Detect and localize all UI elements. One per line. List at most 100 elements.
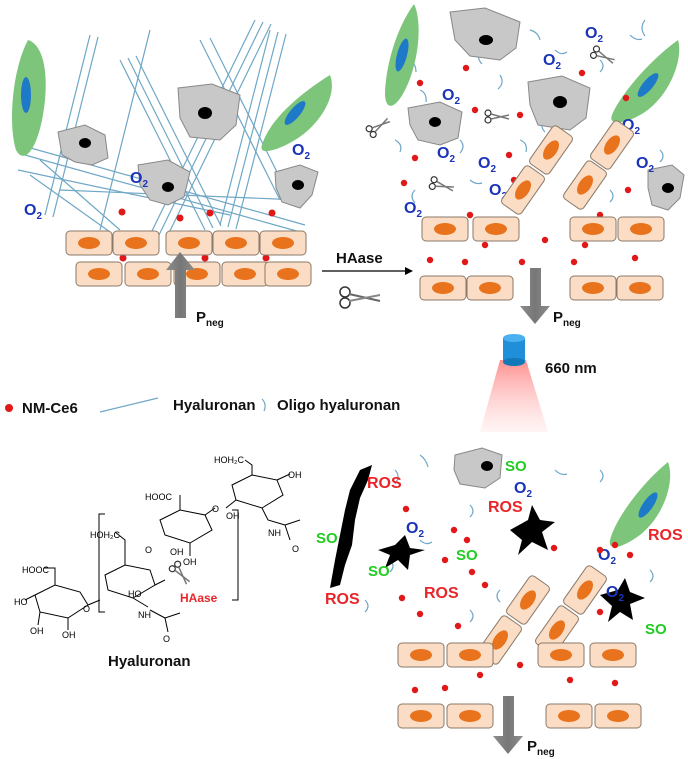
structure-haase-label: HAase bbox=[180, 591, 218, 605]
macrophage bbox=[57, 124, 109, 166]
pneg-label: Pneg bbox=[196, 309, 224, 329]
macrophage bbox=[453, 447, 503, 489]
dead-cell bbox=[600, 578, 645, 622]
svg-text:O2: O2 bbox=[404, 200, 422, 220]
svg-text:O2: O2 bbox=[442, 87, 460, 107]
svg-text:O2: O2 bbox=[636, 155, 654, 175]
svg-text:O: O bbox=[212, 504, 219, 514]
cell-layer bbox=[397, 565, 642, 729]
svg-text:O2: O2 bbox=[514, 480, 532, 500]
svg-text:SO: SO bbox=[316, 530, 338, 547]
legend-drop-marker bbox=[5, 404, 13, 412]
svg-text:HOOC: HOOC bbox=[22, 565, 50, 575]
scissors-icon bbox=[168, 560, 191, 585]
dead-cell bbox=[510, 505, 555, 555]
fibroblast bbox=[611, 40, 680, 123]
cell-layer bbox=[419, 120, 665, 301]
svg-text:HOH₂C: HOH₂C bbox=[214, 455, 244, 465]
legend-oligo-swatch bbox=[261, 398, 266, 412]
svg-text:SO: SO bbox=[645, 621, 667, 638]
svg-text:ROS: ROS bbox=[325, 591, 360, 608]
macrophage bbox=[527, 75, 591, 131]
legend-hyaluronan-swatch bbox=[99, 397, 159, 413]
svg-text:ROS: ROS bbox=[488, 499, 523, 516]
structure-caption: Hyaluronan bbox=[108, 653, 191, 670]
pneg-label: Pneg bbox=[553, 309, 581, 329]
svg-text:O2: O2 bbox=[406, 520, 424, 540]
nm-ce6-droplets bbox=[118, 208, 276, 262]
svg-text:O: O bbox=[292, 544, 299, 554]
pneg-label: Pneg bbox=[527, 738, 555, 758]
nm-ce6-droplets bbox=[398, 505, 634, 694]
macrophage bbox=[449, 7, 521, 61]
svg-text:O: O bbox=[145, 545, 152, 555]
legend-hyaluronan: Hyaluronan bbox=[173, 397, 256, 414]
oxygen-labels: O2 O2 O2 bbox=[24, 142, 310, 222]
svg-text:O: O bbox=[163, 634, 170, 644]
dead-cell bbox=[330, 465, 372, 588]
so-labels: SO SO SO SO SO bbox=[316, 458, 667, 638]
hyaluronan-fibers bbox=[17, 19, 306, 240]
svg-text:OH: OH bbox=[170, 547, 184, 557]
macrophage bbox=[274, 164, 319, 209]
svg-text:O2: O2 bbox=[543, 52, 561, 72]
dead-cell bbox=[378, 535, 425, 570]
svg-text:HOH₂C: HOH₂C bbox=[90, 530, 120, 540]
nm-ce6-droplets bbox=[400, 64, 639, 266]
svg-text:O2: O2 bbox=[478, 155, 496, 175]
fibroblast bbox=[385, 4, 419, 106]
legend-oligo: Oligo hyaluronan bbox=[277, 397, 400, 414]
svg-text:SO: SO bbox=[368, 563, 390, 580]
svg-text:OH: OH bbox=[183, 557, 197, 567]
hyaluronan-structure bbox=[24, 459, 301, 633]
svg-text:O2: O2 bbox=[606, 584, 624, 604]
svg-text:ROS: ROS bbox=[424, 585, 459, 602]
laser: 660 nm bbox=[480, 334, 597, 432]
laser-beam bbox=[480, 360, 548, 432]
cell-layer bbox=[65, 230, 312, 287]
fibroblast bbox=[609, 462, 671, 548]
pressure-arrow-up bbox=[166, 252, 195, 318]
pressure-arrow-down bbox=[493, 696, 523, 754]
fibroblast bbox=[12, 40, 46, 156]
svg-text:OH: OH bbox=[288, 470, 302, 480]
wavelength-label: 660 nm bbox=[545, 360, 597, 377]
legend-nm-ce6: NM-Ce6 bbox=[22, 400, 78, 417]
panel-before-haase: O2 O2 O2 bbox=[12, 19, 332, 329]
svg-text:NH: NH bbox=[268, 528, 281, 538]
svg-text:OH: OH bbox=[226, 511, 240, 521]
scissors-icon bbox=[339, 286, 381, 309]
svg-text:O2: O2 bbox=[585, 25, 603, 45]
ros-labels: ROS ROS ROS ROS ROS bbox=[325, 475, 683, 608]
svg-text:OH: OH bbox=[30, 626, 44, 636]
panel-after-irradiation: ROS ROS ROS ROS ROS SO SO SO SO SO O2 O2… bbox=[316, 447, 683, 758]
scissors-icon bbox=[484, 109, 510, 124]
macrophage bbox=[177, 83, 241, 141]
svg-text:O2: O2 bbox=[437, 145, 455, 165]
svg-text:OH: OH bbox=[62, 630, 76, 640]
scissors-icon bbox=[428, 176, 454, 192]
macrophage bbox=[137, 159, 191, 206]
svg-text:O2: O2 bbox=[24, 202, 42, 222]
svg-text:NH: NH bbox=[138, 610, 151, 620]
svg-text:SO: SO bbox=[456, 547, 478, 564]
svg-text:SO: SO bbox=[505, 458, 527, 475]
macrophage bbox=[407, 101, 463, 146]
svg-text:ROS: ROS bbox=[367, 475, 402, 492]
oxygen-labels: O2 O2 O2 O2 O2 O2 O2 O2 O2 bbox=[404, 25, 654, 220]
legend: NM-Ce6 Hyaluronan Oligo hyaluronan bbox=[5, 397, 400, 417]
svg-text:ROS: ROS bbox=[648, 527, 683, 544]
structure-labels: HOH₂C OH HOOC OH NH O O HOH₂C O OH OH HO… bbox=[14, 455, 302, 670]
laser-emitter-icon bbox=[503, 334, 525, 366]
macrophage bbox=[647, 164, 685, 211]
svg-text:HO: HO bbox=[14, 597, 28, 607]
svg-text:O: O bbox=[83, 604, 90, 614]
svg-text:O2: O2 bbox=[130, 170, 148, 190]
scissors-icon bbox=[589, 45, 615, 64]
fibroblast bbox=[261, 75, 332, 152]
pressure-arrow-down bbox=[520, 268, 550, 324]
haase-transition: HAase bbox=[322, 250, 413, 309]
panel-after-haase: O2 O2 O2 O2 O2 O2 O2 O2 O2 bbox=[365, 4, 685, 329]
scissors-icon bbox=[365, 117, 391, 139]
